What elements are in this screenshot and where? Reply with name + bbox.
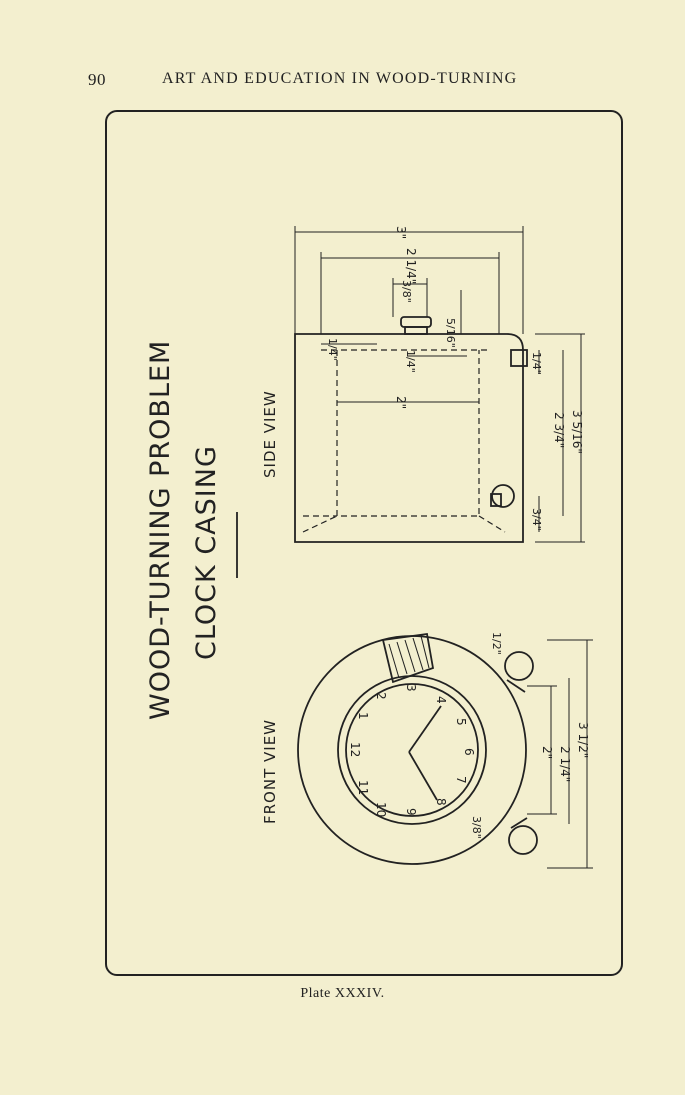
dial-number-2: 2	[374, 692, 388, 700]
minute-hand	[408, 705, 442, 753]
dial-number-10: 10	[374, 802, 388, 817]
hatched-section	[381, 632, 435, 684]
dial-number-1: 1	[356, 712, 370, 720]
dim-knob-height: 5/16"	[444, 318, 457, 348]
drawing-title-line2: CLOCK CASING	[191, 445, 222, 660]
dim-inner-small: 1/4"	[404, 350, 417, 373]
dim-recess: 1/4"	[326, 338, 339, 361]
dim-dial: 2"	[540, 746, 554, 759]
dim-inner-span: 2"	[394, 396, 408, 409]
clock-casing-drawing: WOOD-TURNING PROBLEM CLOCK CASING SIDE V…	[145, 226, 593, 869]
front-view: 12 1 2 3 4 5 6 7 8 9 10 11 2" 2 1/4"	[297, 632, 593, 869]
dim-overall-depth: 3 5/16"	[570, 410, 584, 454]
dial-number-4: 4	[434, 696, 448, 704]
side-view: 3" 2 1/4" 3/8" 5/16" 1/4" 1/4" 2" 3 5/16…	[294, 226, 585, 543]
dim-overall-width: 3"	[394, 226, 408, 239]
hour-hand	[408, 751, 438, 801]
dial-number-11: 11	[356, 780, 370, 795]
dial-number-12: 12	[348, 742, 362, 757]
dim-foot-offset: 3/4"	[530, 508, 543, 531]
dim-inner-width: 2 1/4"	[404, 248, 418, 284]
dim-top-offset: 1/4"	[530, 352, 543, 375]
dial-number-3: 3	[404, 684, 418, 692]
running-head: ART AND EDUCATION IN WOOD-TURNING	[162, 70, 518, 87]
drawing-title-line1: WOOD-TURNING PROBLEM	[145, 340, 176, 720]
dial-number-7: 7	[454, 776, 468, 784]
dim-overall: 3 1/2"	[576, 722, 590, 758]
dim-ring-offset: 1/2"	[490, 632, 503, 655]
dim-foot-width: 3/8"	[470, 816, 483, 839]
page-number: 90	[88, 70, 106, 89]
dim-knob-width: 3/8"	[400, 280, 413, 303]
front-knob-top	[504, 651, 534, 681]
dial-number-9: 9	[404, 808, 418, 816]
front-view-label: FRONT VIEW	[261, 719, 279, 824]
dial-number-8: 8	[434, 798, 448, 806]
dim-depth: 2 3/4"	[552, 412, 566, 448]
side-view-label: SIDE VIEW	[261, 390, 279, 478]
front-knob-bottom	[508, 825, 538, 855]
plate-caption: Plate XXXIV.	[300, 986, 385, 1001]
drawing-plate: WOOD-TURNING PROBLEM CLOCK CASING SIDE V…	[105, 110, 623, 976]
dial-number-5: 5	[454, 718, 468, 726]
dim-dial-outer: 2 1/4"	[558, 746, 572, 782]
dial-number-6: 6	[462, 748, 476, 756]
